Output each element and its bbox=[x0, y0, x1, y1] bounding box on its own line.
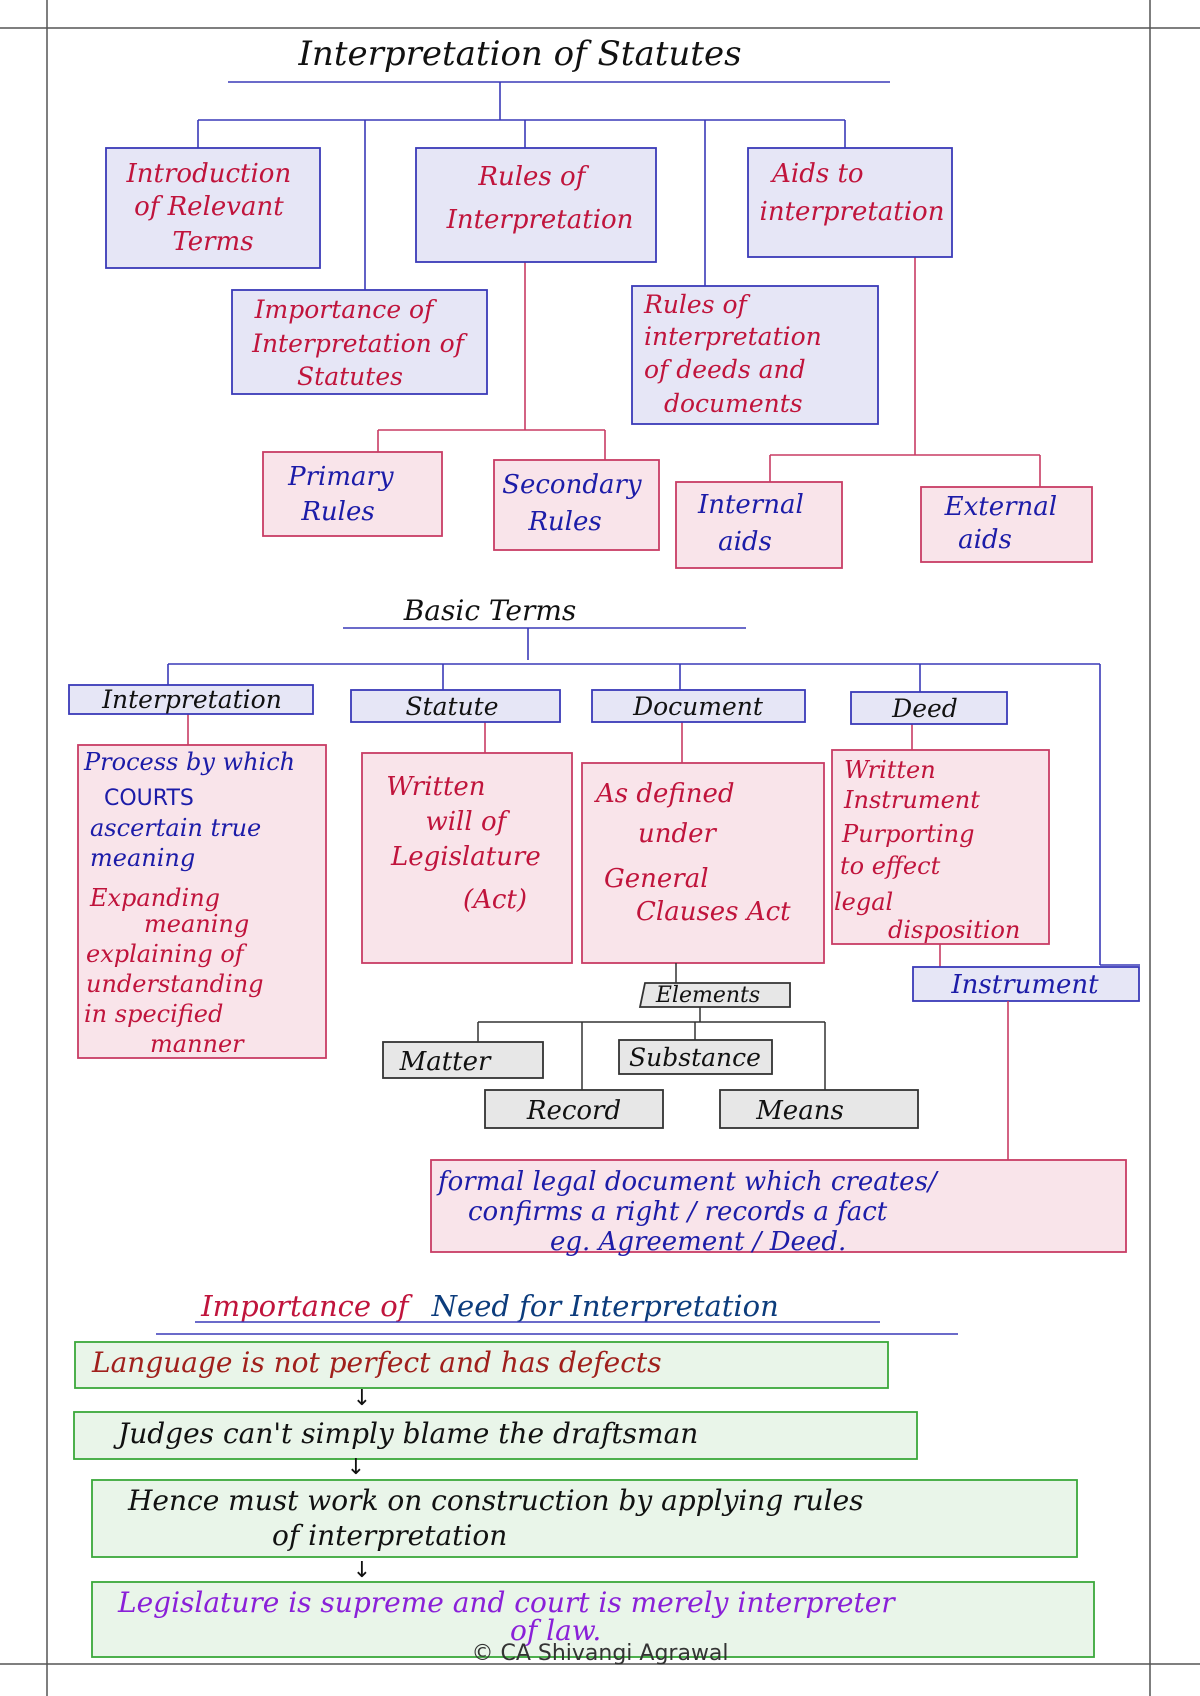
primary-rules-box: Primary Rules bbox=[262, 451, 443, 537]
svg-text:Means: Means bbox=[755, 1096, 844, 1126]
step-3: Hence must work on construction by apply… bbox=[127, 1484, 864, 1517]
svg-text:Secondary Rules: Secondary Rules bbox=[502, 470, 650, 537]
svg-text:Substance: Substance bbox=[629, 1043, 761, 1072]
intro-terms-box: Introduction of Relevant Terms bbox=[105, 147, 321, 269]
svg-text:Importance of Interpreta: Importance of Interpretation of Statutes bbox=[251, 295, 472, 391]
importance-steps: Language is not perfect and has defects … bbox=[73, 1341, 1095, 1658]
svg-text:Process by which COURTS: Process by which COURTS ascertain true m… bbox=[83, 748, 303, 872]
svg-text:Deed: Deed bbox=[891, 694, 958, 723]
step-3b: of interpretation bbox=[272, 1519, 507, 1552]
footer-credit: © CA Shivangi Agrawal bbox=[471, 1641, 728, 1666]
svg-text:Record: Record bbox=[526, 1096, 621, 1126]
importance-heading: Importance of Need for Interpretation bbox=[200, 1289, 779, 1323]
page-title: Interpretation of Statutes bbox=[297, 34, 741, 74]
svg-text:↓: ↓ bbox=[347, 1455, 365, 1480]
svg-text:Matter: Matter bbox=[399, 1047, 492, 1077]
svg-text:Primary Rules: Primary Rules bbox=[287, 462, 402, 527]
step-1: Language is not perfect and has defects bbox=[91, 1346, 662, 1379]
instrument-term: Instrument formal legal document which c… bbox=[430, 966, 1140, 1257]
svg-text:Rules of Interpretation: Rules of Interpretation bbox=[446, 162, 634, 235]
importance-box: Importance of Interpretation of Statutes bbox=[231, 289, 488, 395]
svg-text:Written Instrument: Written Instrument Purporting to effect … bbox=[834, 756, 1020, 944]
svg-text:Statute: Statute bbox=[405, 692, 498, 721]
rules-of-interpretation-box: Rules of Interpretation bbox=[415, 147, 657, 263]
svg-text:External aids: External aids bbox=[944, 492, 1066, 555]
basic-terms-heading: Basic Terms bbox=[403, 594, 577, 627]
document-term: Document As defined under General Clause… bbox=[581, 689, 825, 964]
svg-text:Expanding meaning: Expanding meaning explaining of understa… bbox=[84, 884, 271, 1058]
svg-text:Instrument: Instrument bbox=[950, 970, 1099, 1000]
external-aids-box: External aids bbox=[920, 486, 1093, 563]
document-elements: Elements Matter Substance Record Means bbox=[382, 963, 919, 1129]
step-2: Judges can't simply blame the draftsman bbox=[113, 1417, 698, 1450]
svg-text:Aids to interpretation: Aids to interpretation bbox=[760, 159, 945, 227]
svg-text:Written will of Le: Written will of Legislature (Act) bbox=[386, 772, 549, 915]
svg-text:As defined under G: As defined under General Clauses Act bbox=[594, 779, 791, 927]
deed-term: Deed Written Instrument Purporting to ef… bbox=[831, 691, 1050, 945]
svg-text:Hence must work on constructio: Hence must work on construction by apply… bbox=[127, 1484, 872, 1552]
svg-text:Legislature is supreme and cou: Legislature is supreme and court is mere… bbox=[117, 1586, 904, 1647]
svg-text:formal legal document which cr: formal legal document which creates/ con… bbox=[436, 1167, 945, 1257]
svg-text:Elements: Elements bbox=[655, 983, 760, 1008]
interpretation-term: Interpretation Process by which COURTS a… bbox=[68, 684, 327, 1059]
svg-text:↓: ↓ bbox=[353, 1386, 371, 1411]
top-connectors bbox=[197, 82, 1041, 487]
svg-text:Rules of interpretation: Rules of interpretation of deeds and doc… bbox=[643, 290, 830, 418]
svg-text:Interpretation: Interpretation bbox=[101, 685, 282, 714]
svg-text:Introduction of Relevant: Introduction of Relevant Terms bbox=[126, 159, 300, 257]
aids-to-interpretation-box: Aids to interpretation bbox=[747, 147, 953, 258]
svg-text:↓: ↓ bbox=[353, 1558, 371, 1583]
statute-term: Statute Written will of Legislature (Act… bbox=[350, 689, 573, 964]
internal-aids-box: Internal aids bbox=[675, 481, 843, 569]
step-4: Legislature is supreme and court is mere… bbox=[117, 1586, 896, 1619]
secondary-rules-box: Secondary Rules bbox=[493, 459, 660, 551]
basic-terms-connectors bbox=[167, 628, 1140, 967]
deeds-documents-rules-box: Rules of interpretation of deeds and doc… bbox=[631, 285, 879, 425]
step-4b: of law. bbox=[510, 1614, 601, 1647]
svg-text:Internal aids: Internal aids bbox=[697, 490, 812, 557]
svg-text:Document: Document bbox=[632, 692, 764, 721]
